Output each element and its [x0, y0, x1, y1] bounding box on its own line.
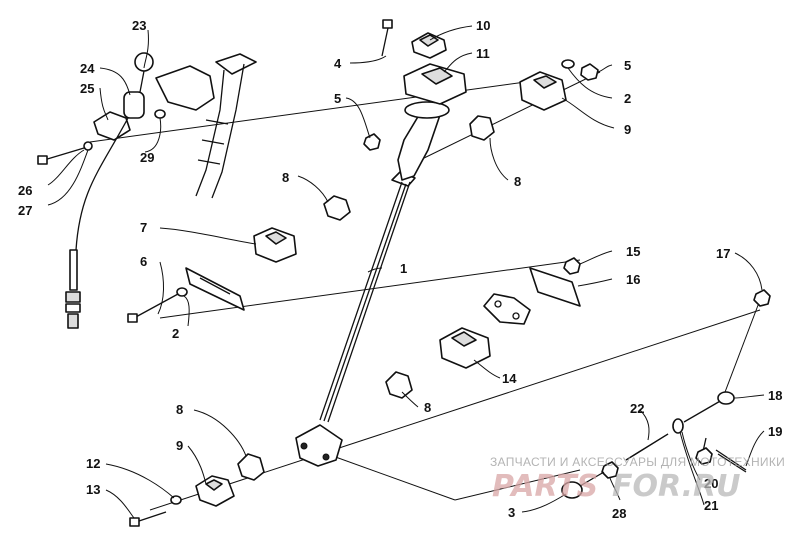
clamp-7: [253, 227, 297, 263]
washer-2-top: [561, 59, 575, 69]
watermark-logo-parts: PARTS: [492, 469, 598, 504]
bolt-6: [127, 293, 179, 323]
washer-21: [672, 418, 684, 434]
steering-post: [295, 101, 450, 467]
control-cable: [65, 117, 129, 329]
nut-15: [563, 257, 581, 275]
watermark: ЗАПЧАСТИ И АКСЕССУАРЫ ДЛЯ МОТОТЕХНИКИ PA…: [490, 455, 785, 504]
washer-28: [83, 141, 93, 151]
callout-9-bottom: 9: [176, 438, 183, 453]
clamp-10: [411, 32, 447, 59]
callout-5-left: 5: [334, 91, 341, 106]
callout-15: 15: [626, 244, 640, 259]
gasket-plate: [483, 293, 531, 325]
callout-19: 19: [768, 424, 782, 439]
callout-6: 6: [140, 254, 147, 269]
nut-5-left: [363, 133, 381, 151]
bolt-13: [129, 511, 167, 527]
cotter-pin-19: [715, 449, 747, 473]
callout-8-lower: 8: [424, 400, 431, 415]
choke-knob-24: [134, 52, 154, 93]
nut-5-right: [580, 63, 599, 81]
callout-8-middle: 8: [282, 170, 289, 185]
callout-22: 22: [630, 401, 644, 416]
washer-2-middle: [176, 287, 188, 297]
nut-17: [753, 289, 771, 307]
bushing-8-middle: [323, 195, 351, 221]
callout-2-top: 2: [624, 91, 631, 106]
bolt-4: [381, 19, 393, 57]
callout-12: 12: [86, 456, 100, 471]
bushing-8-top: [469, 115, 495, 141]
clamp-11: [403, 63, 467, 105]
callout-16: 16: [626, 272, 640, 287]
callout-3: 3: [508, 505, 515, 520]
bolt-27: [37, 147, 85, 165]
callout-numbers: 23 24 25 26 27 29 4 5 10 11 5 2 9 8 8 7 …: [18, 18, 782, 521]
bushing-8-bottom: [237, 453, 265, 481]
watermark-tagline: ЗАПЧАСТИ И АКСЕССУАРЫ ДЛЯ МОТОТЕХНИКИ: [490, 455, 785, 469]
callout-4: 4: [334, 56, 342, 71]
watermark-logo-for: FOR.RU: [612, 469, 741, 504]
clamp-9-top: [519, 71, 567, 111]
jam-nut-23: [601, 461, 619, 479]
tie-rod-end-18: [683, 391, 735, 423]
callout-8-top: 8: [514, 174, 521, 189]
washer-29: [154, 109, 166, 119]
ball-joint-3: [561, 471, 605, 499]
callout-20: 20: [704, 476, 718, 491]
callout-23: 28: [612, 506, 626, 521]
tie-rod-22: [625, 433, 669, 461]
handlebar-clamp-bracket: [155, 53, 257, 199]
bushing-8-lower: [385, 371, 413, 399]
callout-25: 24: [80, 61, 95, 76]
callout-28: 27: [18, 203, 32, 218]
callout-2-middle: 2: [172, 326, 179, 341]
callout-29: 29: [140, 150, 154, 165]
callout-26: 25: [80, 81, 94, 96]
bracket-plate: [185, 267, 245, 311]
clamp-14: [439, 327, 491, 369]
callout-17: 17: [716, 246, 730, 261]
callout-5-right: 5: [624, 58, 631, 73]
callout-10: 10: [476, 18, 490, 33]
callout-18: 18: [768, 388, 782, 403]
plate-16: [529, 267, 581, 307]
callout-14: 14: [502, 371, 517, 386]
cable-clamp-26: [93, 111, 131, 141]
callout-1: 1: [400, 261, 407, 276]
callout-7: 7: [140, 220, 147, 235]
callout-27: 26: [18, 183, 32, 198]
nut-20: [695, 437, 713, 465]
callout-9-top: 9: [624, 122, 631, 137]
callout-11: 11: [476, 46, 490, 61]
callout-21: 21: [704, 498, 718, 513]
callout-leaders: [47, 25, 765, 519]
cable-housing-25: [123, 91, 145, 119]
callout-8-bottom: 8: [176, 402, 183, 417]
clamp-9-bottom: [195, 475, 235, 507]
callout-24: 23: [132, 18, 146, 33]
callout-13: 13: [86, 482, 100, 497]
